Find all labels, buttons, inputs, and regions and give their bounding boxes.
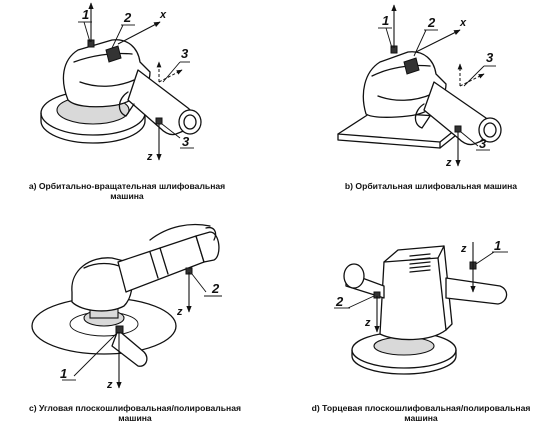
axis-a-x: x xyxy=(159,9,167,21)
label-c-2: 2 xyxy=(211,281,220,296)
label-b-1: 1 xyxy=(382,13,389,28)
axis-d-z-right: z xyxy=(460,243,467,255)
axis-c-z-right: z xyxy=(176,306,183,318)
label-d-1: 1 xyxy=(494,238,501,253)
caption-a-line1: a) Орбитально-вращательная шлифовальная xyxy=(28,181,226,191)
label-d-2: 2 xyxy=(335,294,344,309)
axis-b-z: z xyxy=(445,157,452,169)
caption-a-line2: машина xyxy=(110,191,144,201)
axis-c-z-bottom: z xyxy=(106,379,113,391)
panel-c-drawing: 2 z 1 z xyxy=(31,223,222,391)
label-a-1: 1 xyxy=(82,7,89,22)
axis-b-x: x xyxy=(459,17,467,29)
caption-c-line2: машина xyxy=(118,413,152,423)
caption-b: b) Орбитальная шлифовальная машина xyxy=(296,181,560,191)
axis-a-z: z xyxy=(146,151,153,163)
label-a-2: 2 xyxy=(123,10,132,25)
caption-d: d) Торцевая плоскошлифовальная/полировал… xyxy=(286,403,556,423)
caption-a: a) Орбитально-вращательная шлифовальная … xyxy=(0,181,262,201)
sander-a-body xyxy=(40,39,202,144)
label-a-3-top: 3 xyxy=(181,46,189,61)
axis-d-z-left: z xyxy=(364,317,371,329)
label-a-3-bottom: 3 xyxy=(182,134,190,149)
panel-d-drawing: z 1 2 z xyxy=(334,238,508,375)
caption-c-line1: c) Угловая плоскошлифовальная/полироваль… xyxy=(28,403,241,413)
label-b-3-bottom: 3 xyxy=(479,136,487,151)
caption-c: c) Угловая плоскошлифовальная/полироваль… xyxy=(0,403,270,423)
sander-b-body xyxy=(337,45,502,149)
panel-b-drawing: 1 2 x 3 3 z xyxy=(337,4,502,169)
vent-grille xyxy=(409,253,431,273)
vertical-polisher-body xyxy=(343,245,508,375)
caption-b-line1: b) Орбитальная шлифовальная машина xyxy=(344,181,518,191)
caption-d-line1: d) Торцевая плоскошлифовальная/полировал… xyxy=(311,403,531,413)
label-b-2: 2 xyxy=(427,15,436,30)
label-c-1: 1 xyxy=(60,366,67,381)
angle-polisher-body xyxy=(31,223,220,367)
label-b-3-top: 3 xyxy=(486,50,494,65)
panel-a-drawing: 1 2 x 3 3 z xyxy=(40,2,202,163)
caption-d-line2: машина xyxy=(404,413,438,423)
